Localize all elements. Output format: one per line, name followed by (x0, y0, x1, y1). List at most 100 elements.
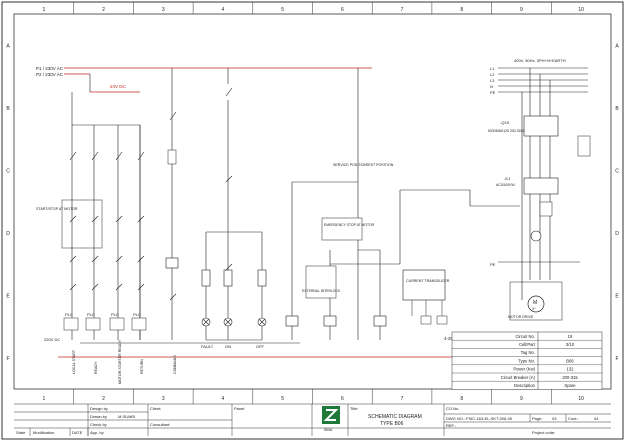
pe-bus-label: PE (490, 262, 496, 267)
dc220-label: 220V DC (44, 337, 60, 342)
row-letter: C (6, 168, 10, 174)
motor-label: M (533, 300, 537, 306)
start-stop-box (61, 199, 103, 249)
co-no-label: CO.No. (446, 406, 459, 411)
motor-sub-label: 3~ (532, 307, 536, 311)
n-label: N (490, 84, 493, 89)
column-number: 10 (578, 7, 584, 13)
logo-text: SINA (324, 428, 333, 432)
title-line-2: TYPE B06 (380, 421, 404, 427)
l1-label: L1 (490, 66, 495, 71)
panel-label: Panel: (234, 406, 245, 411)
emergency-stop-box (321, 217, 363, 241)
row-letter: D (615, 231, 619, 237)
row-letter: A (615, 43, 619, 49)
drawn-by-value: M.SIVARI (118, 414, 135, 419)
company-logo (322, 406, 340, 424)
test-position-label: TEST POSITION (366, 163, 394, 167)
contactor-label: -K1 (504, 176, 511, 181)
plc-inputs: PLC PLC PLC PLC (63, 312, 147, 331)
state-label: State (16, 430, 26, 435)
contactor-k1 (523, 177, 559, 195)
l2-label: L2 (490, 72, 495, 77)
row-letter: B (615, 106, 619, 112)
breaker-q1s (523, 115, 559, 137)
column-number: 6 (341, 7, 344, 13)
column-number: 2 (102, 396, 105, 402)
table-row-label: Cell/Part (519, 342, 536, 347)
coil-k1-mid (285, 315, 299, 327)
service-position-label: SERVICE POSITION (333, 163, 367, 167)
p1-label: P1 / 230V AC (36, 66, 64, 71)
control-wires (71, 68, 263, 341)
interlock-box (305, 265, 337, 299)
current-transformer (530, 230, 542, 242)
current-transducer-box (402, 269, 446, 301)
ref-label: REF.: (446, 423, 456, 428)
column-number: 9 (520, 396, 523, 402)
indicator-lamps (201, 269, 267, 327)
table-row-label: Circuit Breaker (A) (501, 375, 536, 380)
cont-value: 04 (594, 416, 599, 421)
column-number: 4 (222, 7, 225, 13)
table-row-value: 3/10 (566, 342, 575, 347)
plc-label-1: PLC (65, 312, 73, 317)
p2-label: P2 / 230V AC (36, 72, 64, 77)
column-number: 8 (460, 396, 463, 402)
title-line-1: SCHEMATIC DIAGRAM (368, 414, 422, 420)
transducer-outputs (411, 300, 448, 325)
plc-label-4: PLC (133, 312, 141, 317)
page-value: 03 (552, 416, 557, 421)
column-number: 7 (401, 7, 404, 13)
consultant-label: Consultant: (150, 422, 170, 427)
plc-box-4 (131, 317, 147, 331)
row-letter: D (6, 231, 10, 237)
column-number: 3 (162, 7, 165, 13)
column-number: 6 (341, 396, 344, 402)
plc-box-2 (85, 317, 101, 331)
column-number: 1 (42, 7, 45, 13)
column-number: 5 (281, 396, 284, 402)
output-motor-starter-ready: MOTOR STARTER READY (118, 339, 122, 384)
cont-label: Cont.: (568, 416, 579, 421)
output-command: COMMAND (173, 355, 177, 374)
row-letter: F (615, 356, 618, 362)
protection-relay (539, 201, 553, 217)
plc-label-3: PLC (111, 312, 119, 317)
external-interlock-label: EXTERNAL INTERLOCK (302, 289, 341, 293)
column-number: 5 (281, 7, 284, 13)
mains-label: 400V, 50Hz, 3PH+N+EARTH (514, 58, 566, 63)
dwg-no-label: DWG NO.: (446, 416, 465, 421)
off-label: OFF (256, 344, 265, 349)
table-row-value: 19 (568, 334, 573, 339)
app-by-label: App. by (90, 430, 104, 435)
client-label: Client: (150, 406, 161, 411)
motor-symbol (527, 295, 545, 313)
check-by-label: Check by (90, 422, 107, 427)
output-local-start: LOCAL START (72, 349, 76, 374)
column-number: 4 (222, 396, 225, 402)
table-row-label: Type No. (518, 358, 535, 363)
column-number: 2 (102, 7, 105, 13)
project-code-label: Project code: (532, 430, 555, 435)
column-number: 1 (42, 396, 45, 402)
row-letter: E (615, 293, 619, 299)
column-number: 3 (162, 396, 165, 402)
table-row-label: Tag No. (521, 350, 535, 355)
column-number: 8 (460, 7, 463, 13)
drawn-by-label: Drawn by (90, 414, 107, 419)
mains-bus (498, 67, 588, 93)
output-return: RETURN (140, 359, 144, 374)
l3-label: L3 (490, 78, 495, 83)
dwg-no-value: FSIC-163-EL-SKT-006-05 (466, 416, 513, 421)
plc-box-3 (109, 317, 125, 331)
fault-label: FAULT (201, 344, 214, 349)
plc-label-2: PLC (87, 312, 95, 317)
table-row-label: Description (514, 383, 536, 388)
current-transducer-label: CURRENT TRANSDUCER (406, 279, 450, 283)
modification-label: Modification (33, 430, 54, 435)
